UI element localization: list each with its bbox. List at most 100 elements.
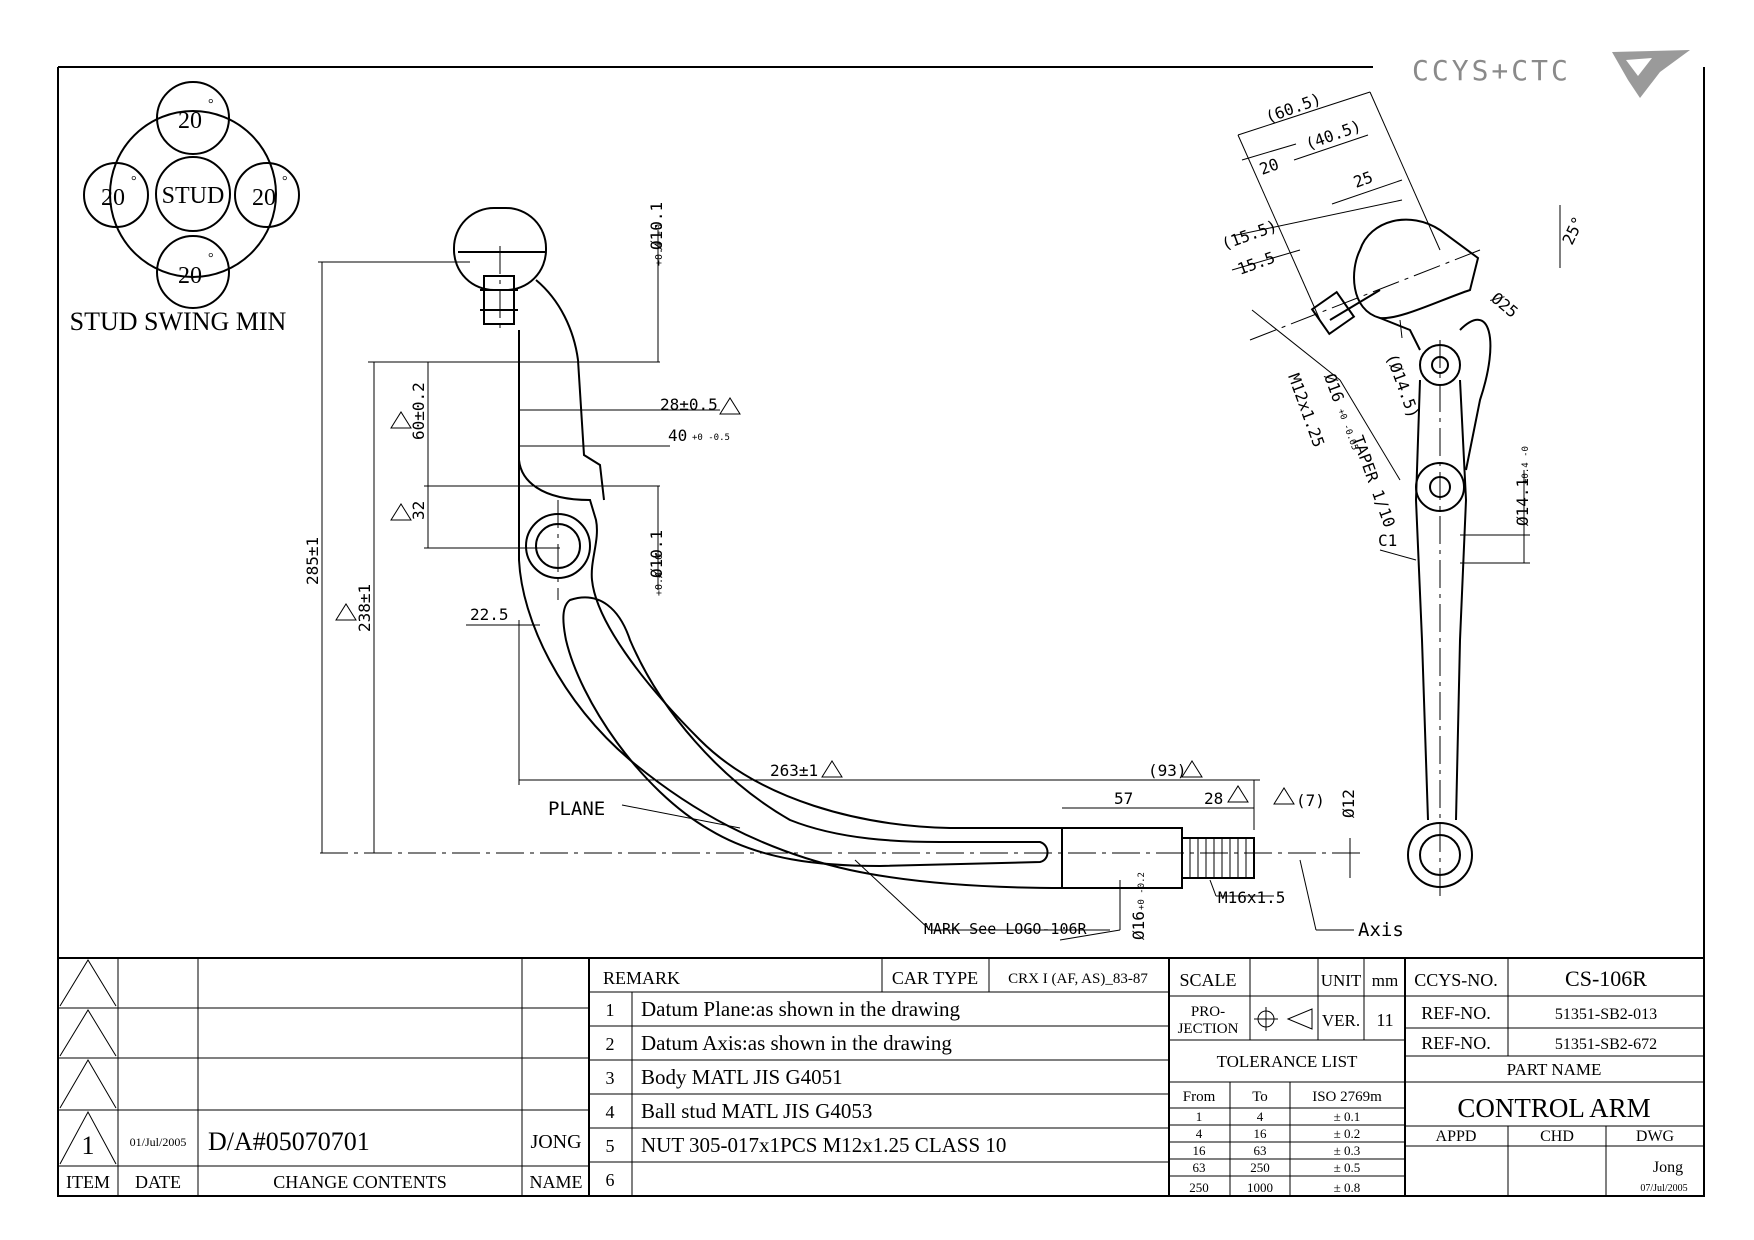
tolerance-title: TOLERANCE LIST — [1217, 1052, 1358, 1071]
revision-block: 1 01/Jul/2005 D/A#05070701 JONG ITEM DAT… — [57, 957, 590, 1197]
degree-mark-right: ° — [282, 174, 288, 189]
side-chamfer: C1 — [1378, 531, 1397, 550]
dwg-date: 07/Jul/2005 — [1640, 1183, 1687, 1194]
front-view-dimensions: Ø10.1 +0.4 -0 28±0.5 40 +0 -0.5 60±0.2 3… — [303, 202, 1404, 941]
remark-no-6: 6 — [606, 1170, 615, 1190]
remarks-block: REMARK CAR TYPE CRX I (AF, AS)_83-87 1 D… — [588, 957, 1170, 1197]
ccys-no-value: CS-106R — [1565, 966, 1647, 991]
dim-shaft-dia-12: Ø12 — [1339, 789, 1358, 818]
dim-length-93: (93) — [1148, 761, 1187, 780]
dim-length-7: (7) — [1296, 791, 1325, 810]
rev-header-item: ITEM — [66, 1172, 110, 1192]
datum-triangle-3 — [335, 603, 357, 621]
swing-angle-left: 20 — [101, 185, 125, 211]
remark-text-2: Datum Axis:as shown in the drawing — [641, 1031, 952, 1055]
remark-no-3: 3 — [606, 1068, 615, 1088]
tol-to-4: 250 — [1250, 1160, 1270, 1175]
scale-tolerance-block: SCALE UNIT mm PRO- JECTION VER. 11 TOLER… — [1168, 957, 1406, 1197]
brand-logo-text: CCYS+CTC — [1412, 54, 1571, 87]
dwg-label: DWG — [1636, 1128, 1675, 1145]
projection-symbol-icon — [1254, 1007, 1313, 1031]
stud-label: STUD — [162, 183, 225, 209]
ref-no-2-value: 51351-SB2-672 — [1555, 1036, 1657, 1053]
swing-angle-bottom: 20 — [178, 263, 202, 289]
dim-height-285: 285±1 — [303, 537, 322, 585]
tol-to-1: 4 — [1257, 1109, 1264, 1124]
car-type-label: CAR TYPE — [892, 968, 978, 988]
dim-height-60: 60±0.2 — [409, 382, 428, 440]
datum-triangle-8 — [1273, 787, 1295, 805]
swing-angle-top: 20 — [178, 108, 202, 134]
dim-bush-dia: Ø10.1 — [647, 530, 666, 578]
swing-angle-right: 20 — [252, 185, 276, 211]
car-type-value: CRX I (AF, AS)_83-87 — [1008, 971, 1148, 987]
degree-mark-bottom: ° — [208, 251, 214, 266]
tol-to-2: 16 — [1254, 1126, 1268, 1141]
remark-text-4: Ball stud MATL JIS G4053 — [641, 1099, 872, 1123]
side-dim-20: 20 — [1257, 154, 1282, 178]
appd-label: APPD — [1436, 1128, 1477, 1145]
ver-label: VER. — [1322, 1011, 1360, 1030]
side-dia-14-5: (Ø14.5) — [1382, 351, 1423, 421]
tol-to-5: 1000 — [1247, 1180, 1273, 1195]
dim-offset-22: 22.5 — [470, 605, 509, 624]
tol-header-to: To — [1252, 1089, 1268, 1105]
datum-triangle-7 — [1227, 785, 1249, 803]
side-dim-15-b: 15.5 — [1235, 248, 1278, 279]
side-view-part — [1249, 218, 1492, 900]
tol-from-5: 250 — [1189, 1180, 1209, 1195]
remark-no-5: 5 — [606, 1136, 615, 1156]
side-thread-m12: M12x1.25 — [1284, 371, 1328, 450]
remark-text-1: Datum Plane:as shown in the drawing — [641, 997, 961, 1021]
side-dim-60: (60.5) — [1263, 89, 1324, 127]
projection-label-1: PRO- — [1191, 1004, 1225, 1020]
dim-length-57: 57 — [1114, 789, 1133, 808]
side-dim-dia-25: Ø25 — [1487, 289, 1521, 322]
rev-date-1: 01/Jul/2005 — [130, 1135, 187, 1149]
side-view-dimensions: (60.5) (40.5) 20 25 (15.5) 15.5 25° Ø25 … — [1219, 89, 1588, 564]
unit-value: mm — [1372, 971, 1398, 990]
side-dia-14-1: Ø14.1 — [1513, 478, 1532, 526]
brand-logo: CCYS+CTC — [1412, 50, 1690, 98]
datum-triangle-4 — [719, 397, 741, 415]
tol-value-3: ± 0.3 — [1334, 1143, 1361, 1158]
drawing-border — [57, 66, 1705, 1197]
rev-header-name: NAME — [530, 1172, 583, 1192]
scale-label: SCALE — [1179, 970, 1236, 990]
dim-length-28: 28 — [1204, 789, 1223, 808]
side-taper-label: TAPER 1/10 — [1348, 433, 1399, 530]
projection-label-2: JECTION — [1178, 1021, 1239, 1037]
tol-header-iso: ISO 2769m — [1312, 1089, 1382, 1105]
tol-from-2: 4 — [1196, 1126, 1203, 1141]
dwg-name: Jong — [1653, 1159, 1683, 1176]
title-block: CCYS-NO. CS-106R REF-NO. 51351-SB2-013 R… — [1404, 957, 1705, 1197]
front-view-part — [320, 207, 1360, 889]
degree-mark-left: ° — [131, 174, 137, 189]
ref-no-2-label: REF-NO. — [1421, 1033, 1491, 1053]
rev-name-1: JONG — [530, 1131, 581, 1153]
ccys-no-label: CCYS-NO. — [1414, 970, 1498, 990]
tol-from-4: 63 — [1193, 1160, 1206, 1175]
part-name: CONTROL ARM — [1457, 1093, 1650, 1123]
remark-no-4: 4 — [606, 1102, 615, 1122]
tol-value-2: ± 0.2 — [1334, 1126, 1361, 1141]
dim-thread-m16: M16x1.5 — [1218, 888, 1285, 907]
tol-value-4: ± 0.5 — [1334, 1160, 1361, 1175]
dim-shaft-dia-16: Ø16 — [1129, 911, 1148, 940]
dim-stud-dia: Ø10.1 — [647, 202, 666, 250]
degree-mark-top: ° — [208, 97, 214, 112]
datum-triangle-5 — [821, 760, 843, 778]
side-dim-angle: 25° — [1558, 213, 1587, 247]
part-name-label: PART NAME — [1507, 1060, 1602, 1079]
remark-text-3: Body MATL JIS G4051 — [641, 1065, 843, 1089]
mark-label: MARK See LOGO-106R — [924, 920, 1088, 938]
datum-triangle-2 — [390, 503, 412, 521]
unit-label: UNIT — [1321, 971, 1362, 990]
stud-swing-diagram: STUD 20 20 20 20 ° ° ° ° STUD SWING MIN — [70, 81, 300, 336]
dim-shaft-dia-16-tol: +0 -0.2 — [1137, 872, 1147, 910]
tol-to-3: 63 — [1254, 1143, 1267, 1158]
tol-from-3: 16 — [1193, 1143, 1207, 1158]
axis-label: Axis — [1358, 919, 1404, 941]
ref-no-1-value: 51351-SB2-013 — [1555, 1006, 1657, 1023]
